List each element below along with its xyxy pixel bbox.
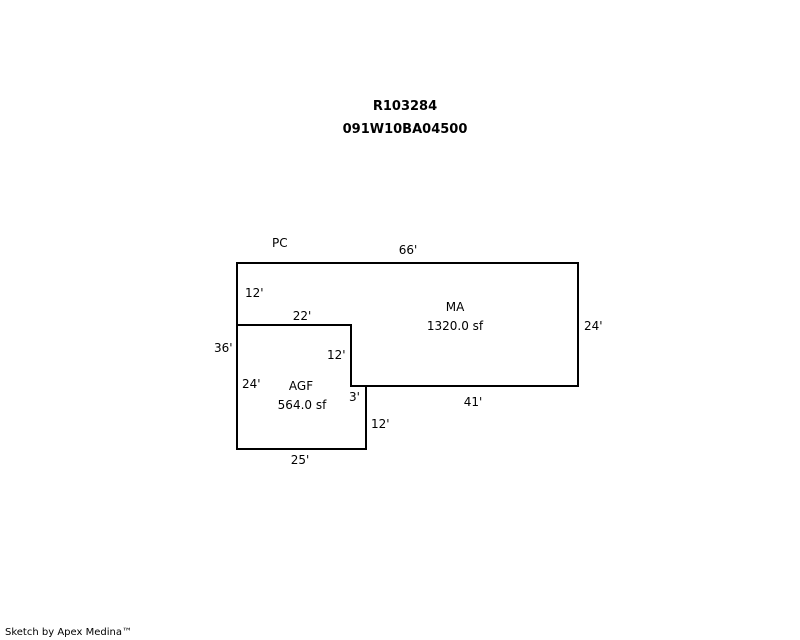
agf-area: 564.0 sf [278,398,327,412]
map-taxlot: 091W10BA04500 [343,122,468,137]
dim-top: 66' [399,243,418,257]
dim-left-total: 36' [214,341,233,355]
footer-credit: Sketch by Apex Medina™ [5,627,132,638]
dim-offset: 3' [349,390,360,404]
dim-agf-top: 22' [293,309,312,323]
agf-code: AGF [289,379,313,393]
dim-agf-bottom: 25' [291,453,310,467]
dim-right: 24' [584,319,603,333]
dim-agf-right: 12' [371,417,390,431]
dim-agf-left: 24' [242,377,261,391]
dim-left-upper: 12' [245,286,264,300]
agf-outline [236,324,367,450]
pc-label: PC [272,236,288,250]
account-number: R103284 [373,99,437,114]
dim-inner-vertical: 12' [327,348,346,362]
ma-area: 1320.0 sf [427,319,484,333]
dim-ma-bottom: 41' [464,395,483,409]
ma-code: MA [446,300,465,314]
